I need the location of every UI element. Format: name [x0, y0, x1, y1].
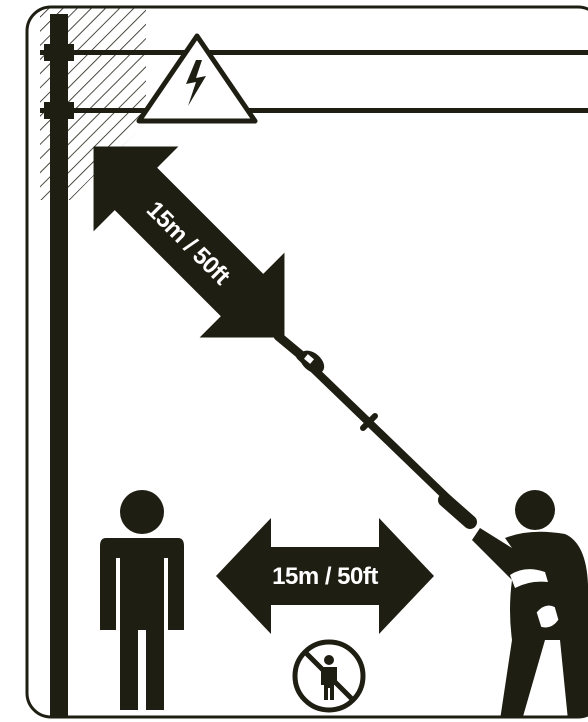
power-line-upper	[40, 50, 588, 55]
horizontal-distance-label: 15m / 50ft	[272, 563, 378, 590]
pole-insulator-upper	[44, 44, 74, 61]
no-bystanders-icon	[295, 642, 363, 710]
pole-insulator-lower	[44, 102, 74, 119]
power-line-lower	[40, 108, 588, 113]
utility-pole	[50, 14, 68, 720]
